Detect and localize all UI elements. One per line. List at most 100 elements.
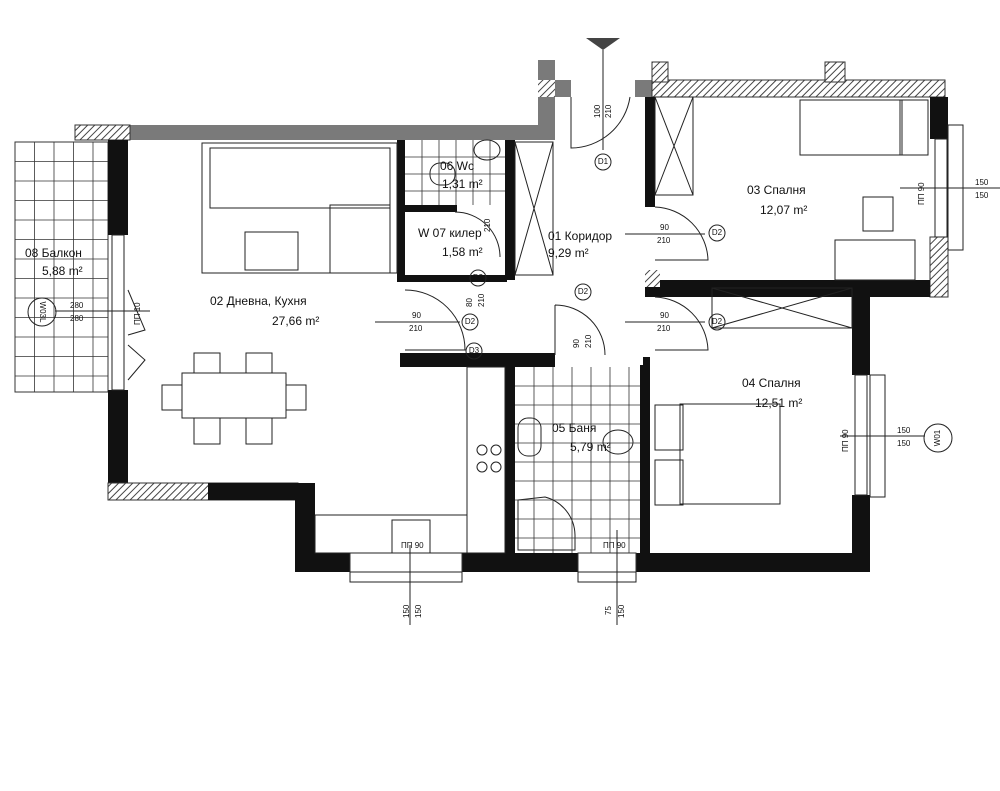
plan-element bbox=[245, 417, 273, 445]
plan-element bbox=[161, 384, 183, 411]
plan-element bbox=[708, 313, 726, 331]
plan-element bbox=[329, 204, 391, 274]
room-name: 05 Баня bbox=[552, 421, 596, 435]
plan-element bbox=[654, 96, 694, 196]
room-area: 27,66 m² bbox=[272, 314, 319, 328]
plan-element bbox=[404, 289, 466, 351]
plan-element bbox=[209, 147, 391, 209]
plan-element bbox=[14, 141, 109, 393]
plan-element bbox=[824, 61, 846, 83]
plan-element bbox=[514, 141, 554, 276]
window-tag-w03l: W03L bbox=[27, 297, 57, 327]
plan-element bbox=[923, 423, 953, 453]
plan-element bbox=[108, 390, 128, 500]
plan-element bbox=[654, 404, 684, 451]
room-area: 1,31 m² bbox=[442, 177, 483, 191]
coffee-table bbox=[244, 231, 299, 271]
plan-element bbox=[651, 79, 946, 98]
plan-element: 210 bbox=[409, 324, 423, 333]
plan-element bbox=[602, 429, 634, 455]
plan-element: ПП 90 bbox=[841, 429, 850, 452]
balcony-tiles bbox=[14, 141, 109, 393]
plan-element bbox=[465, 342, 483, 360]
plan-element bbox=[349, 571, 463, 583]
plan-element: D2 bbox=[465, 317, 476, 326]
plan-element bbox=[397, 275, 507, 282]
plan-element: 90 bbox=[412, 311, 421, 320]
room-name: 01 Коридор bbox=[548, 229, 612, 243]
door-swings bbox=[127, 96, 709, 381]
plan-element: 280 bbox=[70, 301, 84, 310]
plan-element: 90 bbox=[660, 311, 669, 320]
room-name: 04 Спалня bbox=[742, 376, 801, 390]
plan-element: 150 bbox=[975, 191, 989, 200]
plan-element bbox=[193, 417, 221, 445]
plan-element bbox=[577, 571, 637, 583]
plan-element bbox=[27, 297, 57, 327]
room-name: 06 Wc bbox=[440, 159, 474, 173]
plan-element bbox=[899, 99, 929, 156]
room-area: 9,29 m² bbox=[548, 246, 589, 260]
plan-element: 150 bbox=[617, 604, 626, 618]
plan-element bbox=[476, 444, 488, 456]
bath-sink bbox=[517, 417, 542, 457]
plan-element: 150 bbox=[897, 439, 911, 448]
plan-element bbox=[285, 384, 307, 411]
plan-element: 210 bbox=[483, 218, 492, 232]
plan-element: 150 bbox=[975, 178, 989, 187]
plan-element bbox=[538, 60, 555, 140]
plan-element bbox=[473, 139, 501, 161]
plan-element bbox=[640, 365, 650, 555]
plan-element: 150 bbox=[402, 604, 411, 618]
bed-03 bbox=[799, 99, 903, 156]
door-tag-d2: D2 bbox=[461, 313, 479, 331]
plan-element bbox=[469, 269, 487, 287]
plan-element bbox=[74, 124, 131, 141]
room-area: 12,07 m² bbox=[760, 203, 807, 217]
room-name: 02 Дневна, Кухня bbox=[210, 294, 307, 308]
plan-element bbox=[505, 140, 515, 280]
plan-element bbox=[862, 196, 894, 232]
plan-element bbox=[15, 142, 108, 392]
room-area: 12,51 m² bbox=[755, 396, 802, 410]
room-name: 03 Спалня bbox=[747, 183, 806, 197]
plan-element bbox=[514, 141, 554, 276]
room-name: 08 Балкон bbox=[25, 246, 82, 260]
plan-element bbox=[654, 96, 694, 196]
plan-element: 90 bbox=[660, 223, 669, 232]
plan-element: D2 bbox=[712, 228, 723, 237]
plan-element bbox=[645, 97, 655, 207]
plan-element bbox=[128, 125, 555, 140]
plan-element bbox=[245, 352, 273, 374]
plan-element bbox=[577, 552, 637, 573]
plan-element bbox=[555, 80, 571, 97]
plan-element: 210 bbox=[657, 236, 671, 245]
plan-element bbox=[490, 461, 502, 473]
plan-element bbox=[476, 461, 488, 473]
dimension-labels: 100 210 90 210 90 210 90 210 80 210 210 … bbox=[55, 104, 1000, 625]
plan-element bbox=[127, 289, 146, 381]
plan-element bbox=[405, 140, 505, 205]
plan-element: 150 bbox=[897, 426, 911, 435]
door-tag-d3: D3 bbox=[465, 342, 483, 360]
dining-table bbox=[181, 372, 287, 419]
furniture bbox=[161, 99, 929, 554]
sofa bbox=[201, 142, 398, 274]
plan-element bbox=[651, 61, 669, 83]
plan-element: 150 bbox=[414, 604, 423, 618]
plan-element bbox=[654, 296, 709, 351]
door-tag-d1: D1 bbox=[594, 153, 612, 171]
plan-element bbox=[635, 80, 652, 97]
bed-04 bbox=[679, 403, 781, 505]
walls bbox=[74, 60, 949, 573]
plan-element bbox=[642, 297, 652, 357]
plan-element bbox=[711, 287, 853, 329]
plan-element bbox=[208, 483, 298, 500]
plan-element bbox=[594, 153, 612, 171]
plan-element: 280 bbox=[70, 314, 84, 323]
plan-element: ПП 10 bbox=[133, 302, 142, 325]
wardrobes bbox=[514, 96, 853, 329]
plan-element: ПП 90 bbox=[401, 541, 424, 550]
plan-element: ПП 90 bbox=[917, 182, 926, 205]
